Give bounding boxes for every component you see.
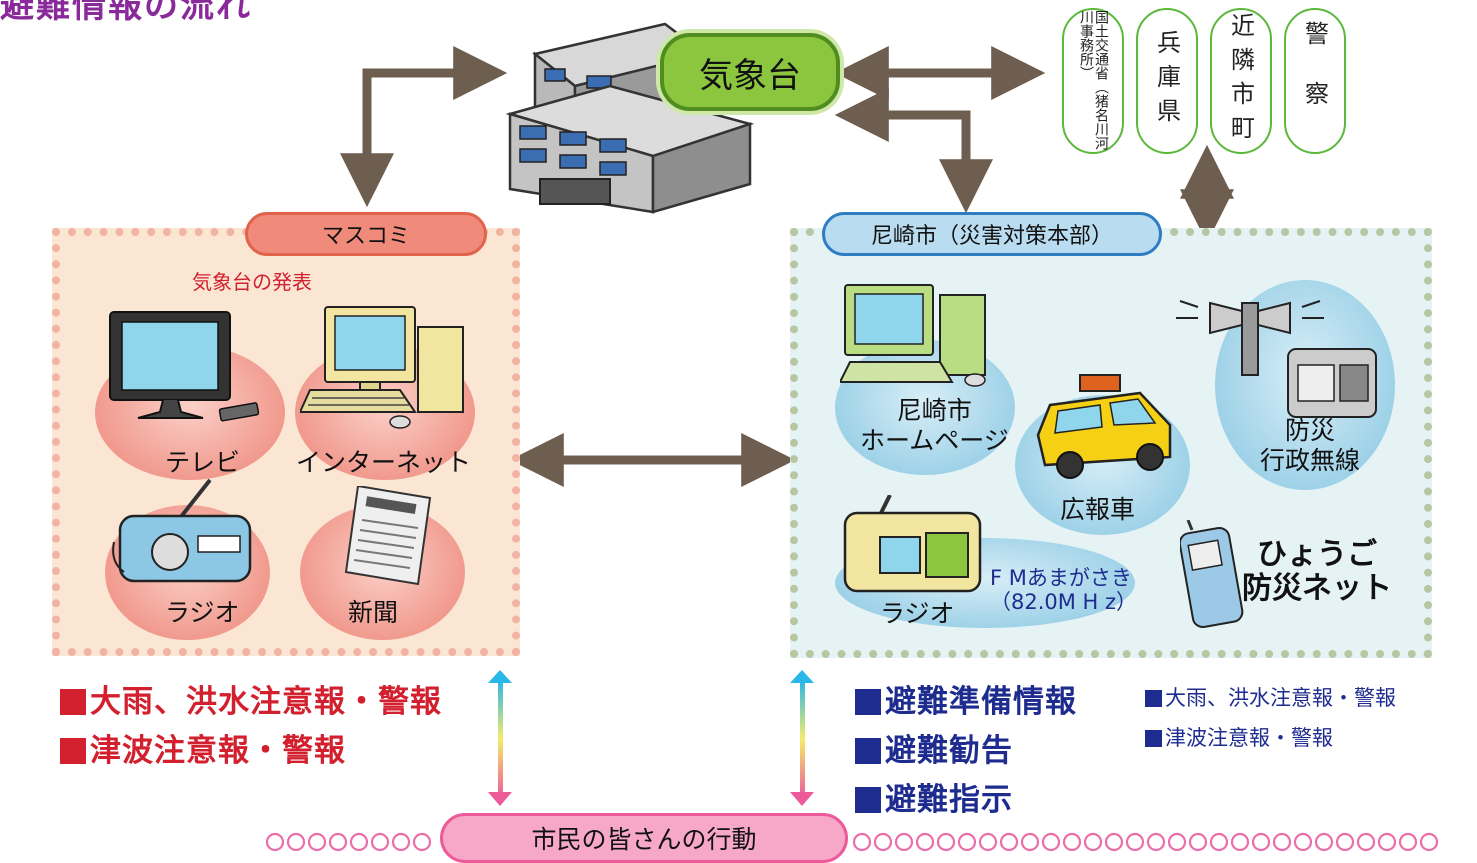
agency-hyogo-label: 兵庫県 xyxy=(1152,30,1181,132)
right-warning-item: 津波注意報・警報 xyxy=(1145,722,1396,752)
right-notice-item: 避難準備情報 xyxy=(855,676,1077,721)
left-notices: 大雨、洪水注意報・警報 津波注意報・警報 xyxy=(60,676,442,770)
radio-icon xyxy=(112,478,252,583)
mass-media-subtitle: 気象台の発表 xyxy=(192,270,312,294)
agency-mlit-label: 国土交通省（猪名川河川事務所） xyxy=(1078,10,1109,150)
city-pr-car-label: 広報車 xyxy=(1060,495,1136,524)
city-fm-label: F Mあまがさき （82.0M H z） xyxy=(990,566,1138,614)
pr-car-icon xyxy=(1036,374,1172,479)
right-warning-item: 大雨、洪水注意報・警報 xyxy=(1145,682,1396,712)
homepage-computer-icon xyxy=(840,284,986,387)
agency-neighbors-label: 近隣市町 xyxy=(1226,13,1255,149)
city-radio-system-label: 防災 行政無線 xyxy=(1260,416,1361,475)
tv-icon xyxy=(109,311,260,422)
arrow-to-city xyxy=(865,110,993,214)
right-notices-warnings: 大雨、洪水注意報・警報 津波注意報・警報 xyxy=(1145,682,1396,752)
right-notice-item: 避難勧告 xyxy=(855,725,1077,770)
right-notice-item: 避難指示 xyxy=(855,774,1077,819)
agency-police-label: 警察 xyxy=(1300,21,1329,141)
mobile-phone-icon xyxy=(1180,520,1244,629)
arrow-to-mass-media xyxy=(340,68,480,208)
agency-police: 警察 xyxy=(1284,8,1346,154)
newspaper-icon xyxy=(344,486,432,586)
left-notice-item: 津波注意報・警報 xyxy=(60,725,442,770)
agency-mlit: 国土交通省（猪名川河川事務所） xyxy=(1062,8,1124,154)
diagram-title: 避難情報の流れ xyxy=(0,0,252,26)
mass-media-item-internet: インターネット xyxy=(296,448,472,477)
computer-icon xyxy=(300,306,464,429)
agency-hyogo: 兵庫県 xyxy=(1136,8,1198,154)
weather-office-label: 気象台 xyxy=(660,33,840,111)
city-hyogo-net-label: ひょうご 防災ネット xyxy=(1242,537,1392,606)
left-notice-item: 大雨、洪水注意報・警報 xyxy=(60,676,442,721)
agency-neighbors: 近隣市町 xyxy=(1210,8,1272,154)
right-notices-evacuation: 避難準備情報 避難勧告 避難指示 xyxy=(855,676,1077,819)
building-icon xyxy=(505,22,755,214)
city-homepage-label: 尼崎市 ホームページ xyxy=(860,396,1009,455)
city-radio-icon xyxy=(843,495,982,593)
mass-media-item-tv: テレビ xyxy=(165,448,241,477)
mass-media-item-newspaper: 新聞 xyxy=(348,598,399,627)
mass-media-title: マスコミ xyxy=(245,212,487,256)
mass-media-item-radio: ラジオ xyxy=(165,598,240,627)
city-radio-label: ラジオ xyxy=(880,599,955,628)
footer-ring-decoration xyxy=(265,832,1439,852)
citizens-action-label: 市民の皆さんの行動 xyxy=(440,813,848,863)
city-title: 尼崎市（災害対策本部） xyxy=(822,212,1162,256)
loudspeaker-icon xyxy=(1176,300,1377,418)
